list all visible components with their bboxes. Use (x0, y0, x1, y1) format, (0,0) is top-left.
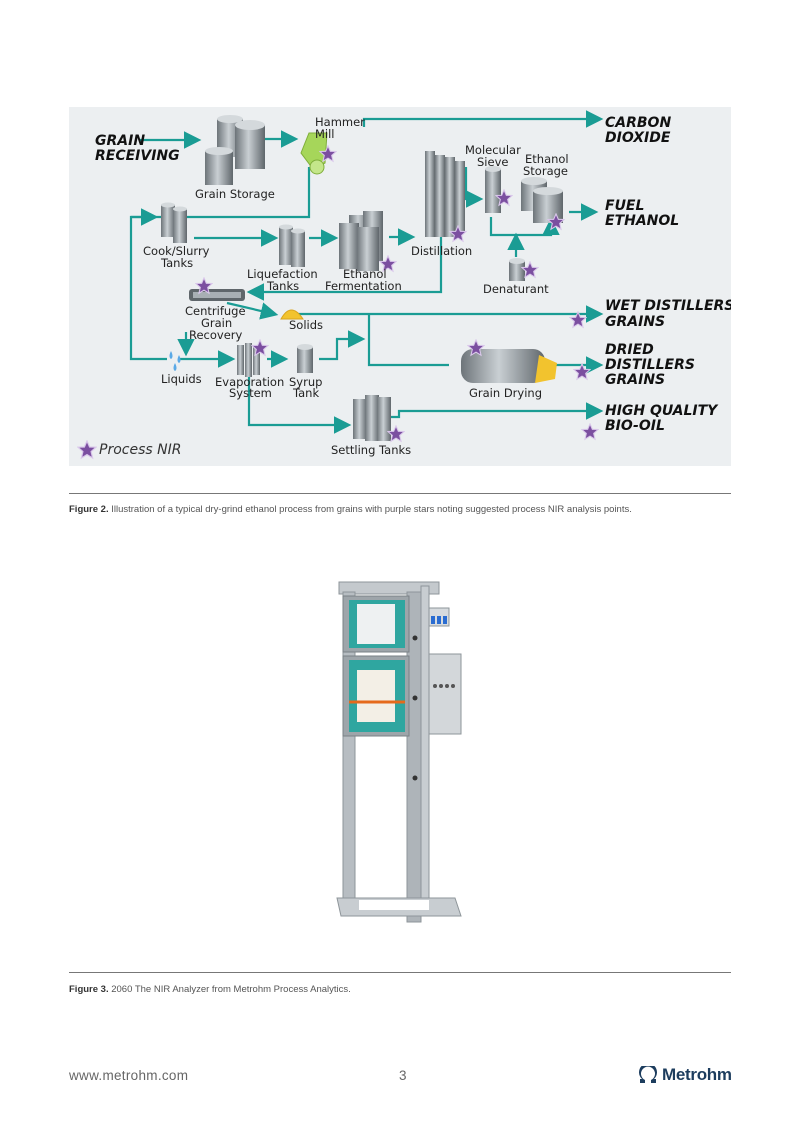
syrup-tank-label-2: Tank (292, 386, 319, 400)
denaturant-tank (509, 258, 525, 281)
grain-drying-label: Grain Drying (469, 386, 542, 400)
centrifuge (189, 289, 245, 301)
centrifuge-label-1: Centrifuge (185, 304, 246, 318)
hammer-mill-label-1: Hammer (315, 115, 365, 129)
page-number: 3 (399, 1068, 407, 1083)
logo-text: Metrohm (662, 1065, 732, 1084)
carbon-dioxide-line1: CARBON (605, 115, 671, 131)
settling-tanks (353, 395, 391, 441)
fuel-ethanol-line1: FUEL (605, 198, 644, 214)
molecular-sieve (485, 166, 501, 213)
centrifuge-label-3: Recovery (189, 328, 243, 342)
liquefaction-tanks (279, 224, 305, 267)
liquids-label: Liquids (161, 372, 202, 386)
syrup-tank (297, 344, 313, 373)
figure2-rule (69, 493, 731, 494)
evaporation-system (237, 343, 260, 377)
figure2-caption-label: Figure 2. (69, 504, 109, 515)
liquefaction-label-2: Tanks (266, 279, 299, 293)
process-diagram-svg: GRAIN RECEIVING Grain Storage Hammer Mil… (77, 110, 731, 459)
syrup-tank-label-1: Syrup (289, 375, 322, 389)
cook-slurry-tanks (161, 202, 187, 243)
liquids-drops (169, 351, 181, 371)
dried-distillers-line1: DRIED (605, 342, 654, 358)
solids-pile (280, 309, 304, 320)
bio-oil-line1: HIGH QUALITY (605, 403, 719, 419)
centrifuge-label-2: Grain (201, 316, 232, 330)
hammer-mill-label-2: Mill (315, 127, 335, 141)
settling-tanks-label: Settling Tanks (331, 443, 411, 457)
hammer-mill (300, 132, 328, 175)
dried-distillers-line2: DISTILLERS (605, 357, 695, 373)
wet-distillers-line2: GRAINS (605, 314, 665, 330)
fermentation-tanks (339, 211, 383, 271)
figure3-caption-label: Figure 3. (69, 984, 109, 995)
molecular-sieve-label-2: Sieve (477, 155, 508, 169)
evaporation-label-2: System (229, 386, 272, 400)
figure3-caption: Figure 3. 2060 The NIR Analyzer from Met… (69, 984, 731, 995)
liquefaction-label-1: Liquefaction (247, 267, 318, 281)
bio-oil-line2: BIO-OIL (605, 418, 665, 434)
star-icon (573, 363, 591, 380)
grain-drying-drum (461, 349, 557, 383)
distillation-columns (425, 151, 465, 237)
figure3-rule (69, 972, 731, 973)
nir-analyzer-illustration (336, 581, 462, 923)
molecular-sieve-label-1: Molecular (465, 143, 521, 157)
wet-distillers-line1: WET DISTILLERS (605, 298, 731, 314)
fermentation-label-2: Fermentation (325, 279, 402, 293)
cook-slurry-label-1: Cook/Slurry (143, 244, 210, 258)
footer-url[interactable]: www.metrohm.com (69, 1068, 189, 1083)
denaturant-label: Denaturant (483, 282, 549, 296)
grain-receiving-line1: GRAIN (95, 133, 145, 149)
evaporation-label-1: Evaporation (215, 375, 284, 389)
fermentation-label-1: Ethanol (343, 267, 387, 281)
star-icon (581, 423, 599, 440)
grain-storage-label: Grain Storage (195, 187, 275, 201)
legend-label: Process NIR (99, 442, 181, 458)
cook-slurry-label-2: Tanks (160, 256, 193, 270)
ethanol-storage-label-2: Storage (523, 164, 568, 178)
fuel-ethanol-line2: ETHANOL (605, 213, 679, 229)
ethanol-storage-label-1: Ethanol (525, 152, 569, 166)
solids-label: Solids (289, 318, 323, 332)
legend-star-icon (77, 440, 97, 459)
figure2-caption-text: Illustration of a typical dry-grind etha… (111, 504, 632, 515)
metrohm-logo: Metrohm (638, 1064, 732, 1086)
figure3-caption-text: 2060 The NIR Analyzer from Metrohm Proce… (111, 984, 351, 995)
grain-storage-silos (205, 115, 265, 185)
grain-receiving-line2: RECEIVING (95, 148, 180, 164)
dried-distillers-line3: GRAINS (605, 372, 665, 388)
distillation-label: Distillation (411, 244, 472, 258)
carbon-dioxide-line2: DIOXIDE (605, 130, 671, 146)
figure2-caption: Figure 2. Illustration of a typical dry-… (69, 504, 731, 515)
omega-logo-icon (639, 1066, 657, 1083)
process-diagram: GRAIN RECEIVING Grain Storage Hammer Mil… (69, 107, 731, 466)
flow-arrows (129, 110, 604, 434)
